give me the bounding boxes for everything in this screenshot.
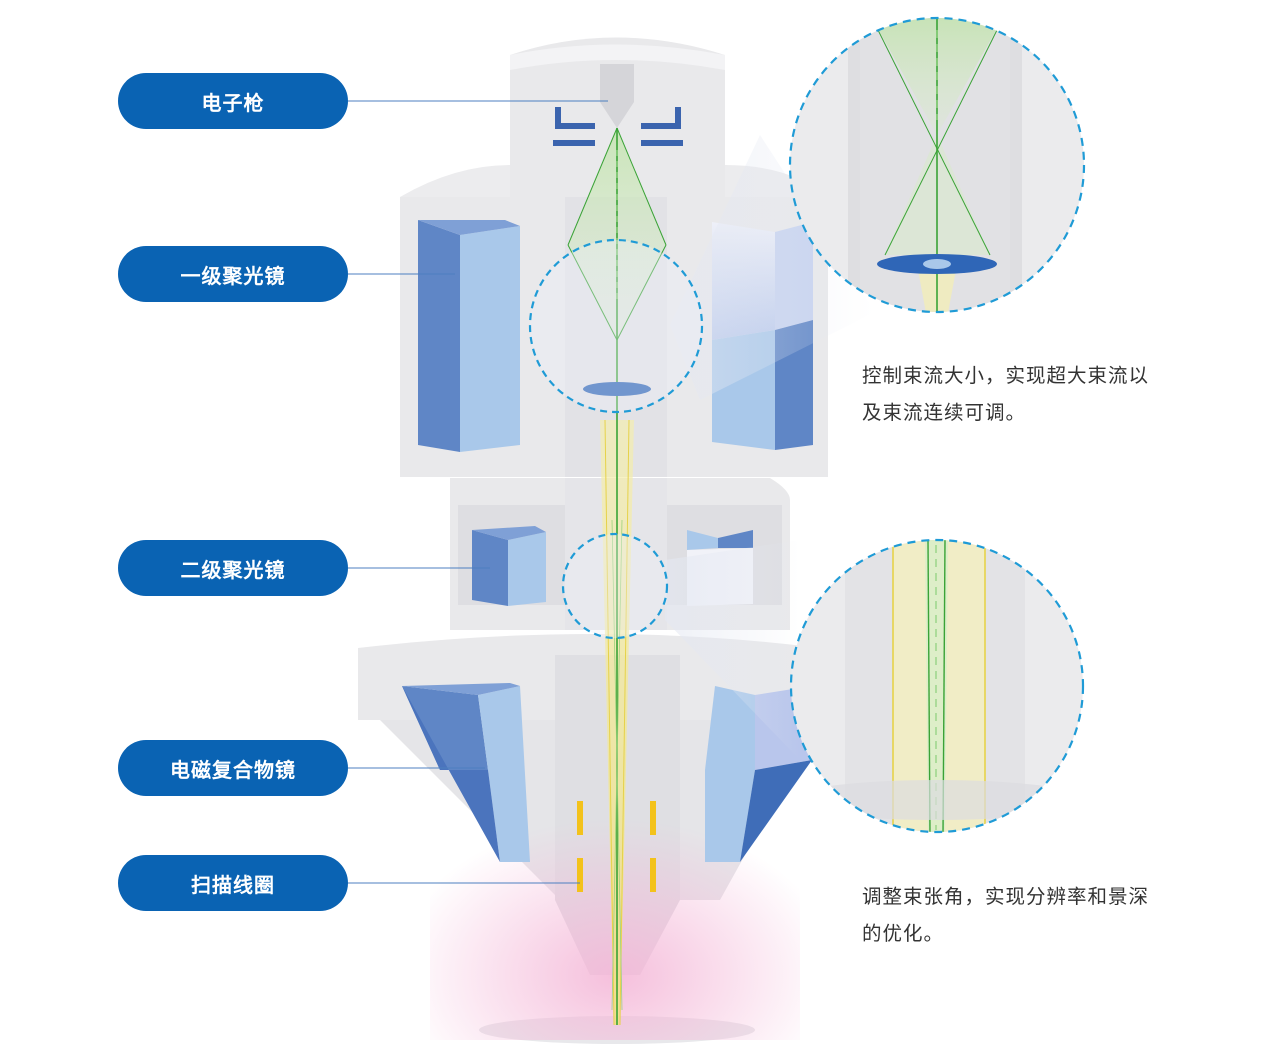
label-condenser-1: 一级聚光镜: [118, 246, 348, 302]
label-electron-gun: 电子枪: [118, 73, 348, 129]
label-objective-lens: 电磁复合物镜: [118, 740, 348, 796]
electron-beam: [567, 127, 667, 1026]
label-scan-coils: 扫描线圈: [118, 855, 348, 911]
objective-lens-left: [402, 683, 530, 862]
zoom-connector-top: [670, 135, 875, 400]
detail-circle-condenser1: [528, 238, 704, 414]
zoom-view-top: [788, 16, 1086, 314]
description-bottom-line-2: 的优化。: [862, 922, 945, 945]
gun-electrodes: [553, 107, 683, 146]
condenser1-lens-left: [418, 220, 520, 452]
description-top-line-2: 及束流连续可调。: [862, 401, 1027, 424]
label-condenser-2: 二级聚光镜: [118, 540, 348, 596]
zoom-connector-bottom: [665, 540, 800, 760]
description-bottom: 调整束张角，实现分辨率和景深 的优化。: [862, 878, 1202, 952]
beam-aperture: [583, 382, 651, 396]
description-top-line-1: 控制束流大小，实现超大束流以: [862, 364, 1150, 387]
leader-lines: [348, 100, 608, 884]
description-bottom-line-1: 调整束张角，实现分辨率和景深: [862, 885, 1150, 908]
detail-circle-condenser2: [561, 532, 669, 640]
description-top: 控制束流大小，实现超大束流以 及束流连续可调。: [862, 357, 1202, 431]
scan-coils: [577, 801, 656, 892]
zoom-view-bottom: [789, 538, 1085, 834]
condenser2-lens-left: [472, 526, 546, 606]
